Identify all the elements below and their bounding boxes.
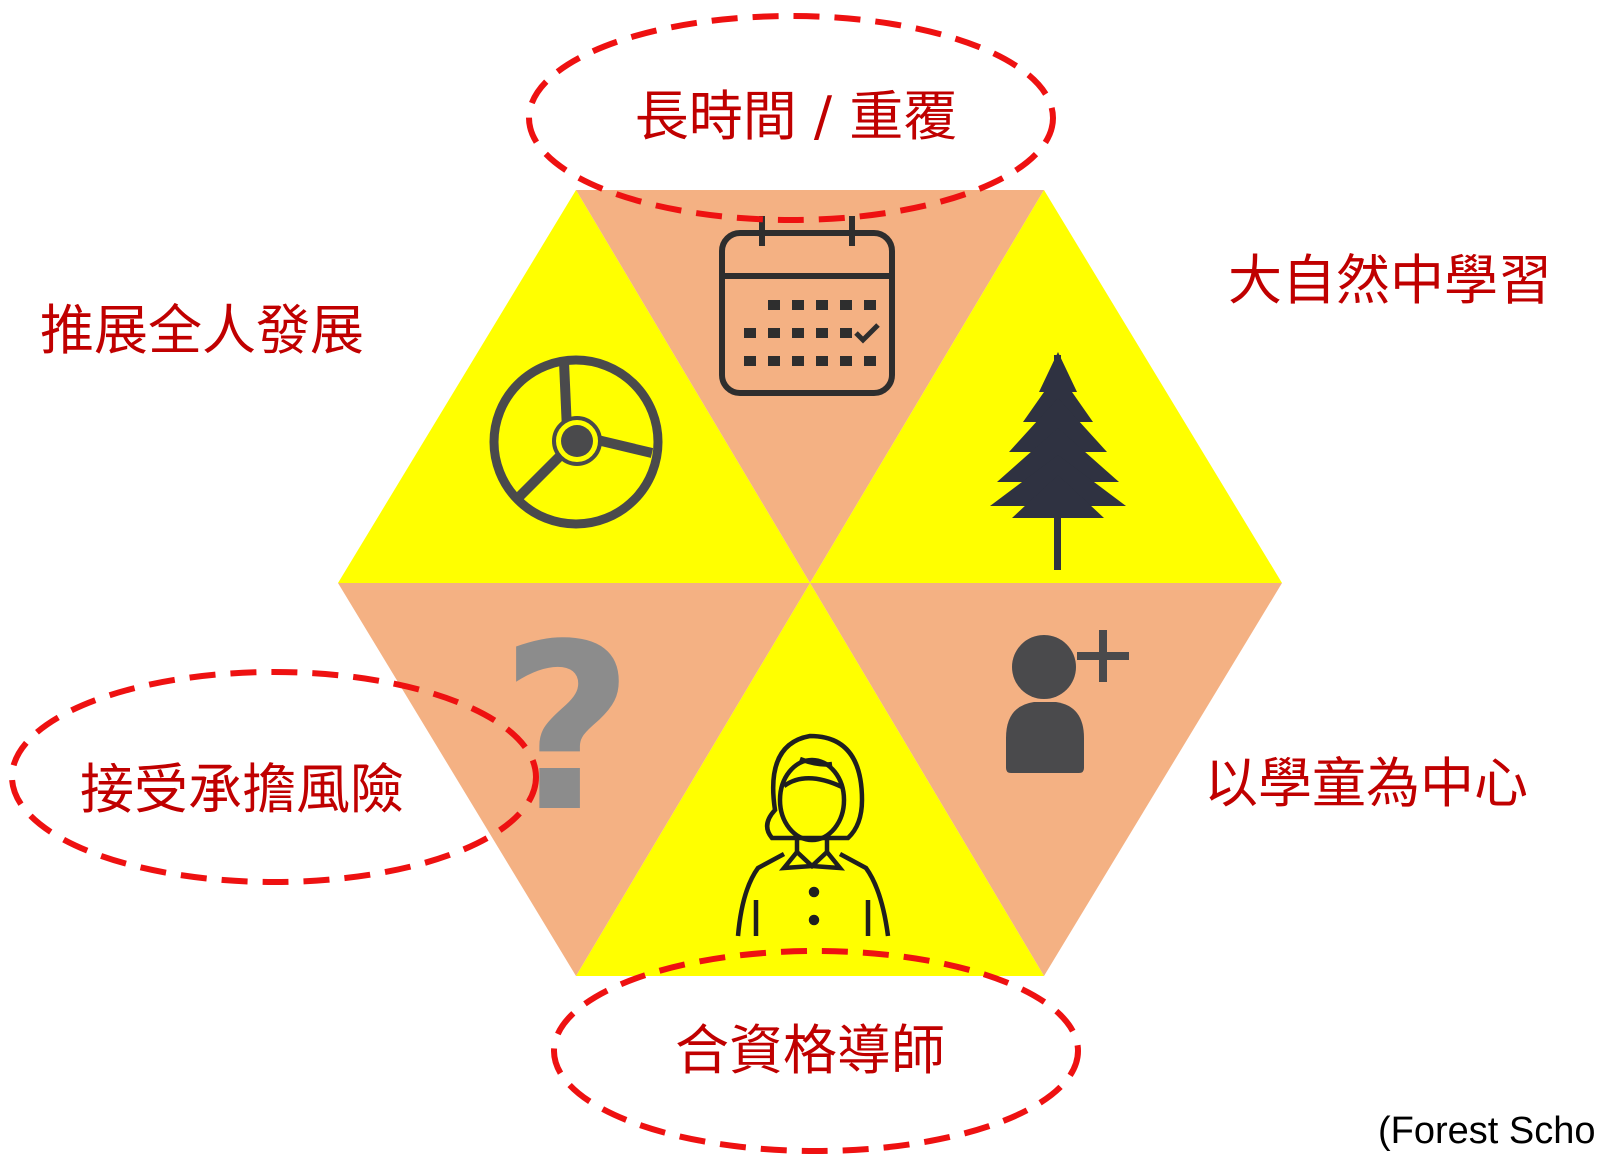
label-bottom-left: 接受承擔風險 bbox=[80, 758, 404, 821]
highlight-bottom-left bbox=[9, 669, 539, 885]
hexagon bbox=[338, 190, 1282, 976]
segment-bottom-right bbox=[810, 583, 1282, 976]
label-bottom: 合資格導師 bbox=[675, 1019, 945, 1082]
steering-wheel-icon bbox=[489, 355, 663, 529]
pine-tree-icon bbox=[990, 352, 1126, 570]
label-top: 長時間 / 重覆 bbox=[635, 85, 958, 148]
label-top-left: 推展全人發展 bbox=[40, 299, 364, 362]
calendar-icon bbox=[719, 216, 895, 396]
question-mark-icon: ? bbox=[500, 596, 633, 863]
segment-top-left bbox=[338, 190, 810, 583]
label-top-right: 大自然中學習 bbox=[1228, 249, 1552, 312]
segment-top bbox=[576, 190, 1044, 583]
add-user-icon bbox=[1006, 630, 1129, 773]
teacher-icon bbox=[735, 733, 891, 937]
highlight-bottom bbox=[551, 948, 1081, 1154]
highlight-ellipses bbox=[9, 13, 1081, 1154]
highlight-top bbox=[526, 13, 1056, 223]
source-note: (Forest Scho bbox=[1378, 1110, 1596, 1152]
segment-bottom-left bbox=[338, 583, 810, 976]
label-bottom-right: 以學童為中心 bbox=[1204, 752, 1528, 815]
